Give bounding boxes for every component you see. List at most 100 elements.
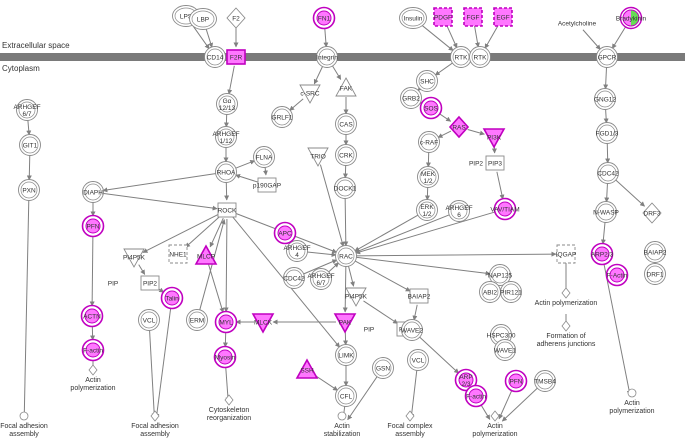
node-flna[interactable]: FLNA bbox=[253, 146, 275, 168]
node-gpcr[interactable]: GPCR bbox=[596, 46, 618, 68]
node-git1[interactable]: GIT1 bbox=[19, 134, 41, 156]
node-nhe1[interactable]: NHE1 bbox=[168, 244, 188, 264]
node-pdgf[interactable]: PDGF bbox=[433, 7, 453, 27]
node-factin-bottom[interactable]: F-actin bbox=[464, 384, 488, 408]
node-drf1[interactable]: DRF1 bbox=[644, 263, 666, 285]
node-trio[interactable]: TRIO bbox=[307, 147, 329, 167]
node-rhoa[interactable]: RHOA bbox=[215, 161, 237, 183]
node-pip2-top[interactable]: PIP2 bbox=[469, 161, 483, 168]
node-rac[interactable]: RAC bbox=[335, 245, 357, 267]
node-vavtiam[interactable]: VAV/TIAM bbox=[490, 197, 520, 221]
node-wave2[interactable]: WAVE2 bbox=[401, 319, 423, 341]
node-f2[interactable]: F2 bbox=[226, 7, 246, 29]
node-erm[interactable]: ERM bbox=[186, 309, 208, 331]
node-myosin[interactable]: Myosin bbox=[213, 345, 237, 369]
node-limk[interactable]: LIMK bbox=[335, 344, 357, 366]
node-cdc42-top[interactable]: CDC42 bbox=[597, 162, 619, 184]
node-rtk-b[interactable]: RTK bbox=[469, 46, 491, 68]
node-diaph[interactable]: DIAPH bbox=[82, 181, 104, 203]
node-pxn[interactable]: PXN bbox=[18, 179, 40, 201]
node-iqgap[interactable]: IQGAP bbox=[556, 244, 577, 264]
node-pi3k[interactable]: PI3K bbox=[482, 128, 506, 149]
node-actn[interactable]: ACTN bbox=[80, 304, 104, 328]
node-sos[interactable]: SOS bbox=[419, 96, 443, 120]
node-arp23-right[interactable]: ARP2/3 bbox=[590, 242, 614, 266]
node-p190gap[interactable]: p190GAP bbox=[253, 177, 281, 193]
node-vcl-left[interactable]: VCL bbox=[138, 309, 160, 331]
node-ssh[interactable]: SSH bbox=[295, 358, 319, 379]
node-myl[interactable]: MYL bbox=[214, 310, 238, 334]
node-bradykinin[interactable]: Bradykinin bbox=[616, 6, 647, 30]
node-craf[interactable]: c-RAF bbox=[418, 131, 440, 153]
node-fak[interactable]: FAK bbox=[335, 77, 357, 97]
node-acetylcholine[interactable]: Acetylcholine bbox=[558, 21, 597, 28]
node-mlcp[interactable]: MLCP bbox=[194, 244, 218, 265]
node-cas[interactable]: CAS bbox=[335, 113, 357, 135]
node-apc[interactable]: APC bbox=[273, 221, 297, 245]
node-tmsb4[interactable]: TMSB4 bbox=[534, 370, 556, 392]
node-fgd13[interactable]: FGD1/3 bbox=[596, 122, 619, 144]
node-pip3[interactable]: PIP3 bbox=[485, 155, 505, 171]
node-baiap2-mid[interactable]: BAIAP2 bbox=[408, 288, 431, 304]
node-gng12[interactable]: GNG12 bbox=[594, 88, 616, 110]
node-cfl[interactable]: CFL bbox=[335, 385, 357, 407]
node-pi4p5k-mid[interactable]: PI4P5K bbox=[345, 287, 368, 307]
node-crk[interactable]: CRK bbox=[335, 144, 357, 166]
node-shc[interactable]: SHC bbox=[416, 70, 438, 92]
node-pip2-left[interactable]: PIP2 bbox=[140, 275, 160, 291]
node-vcl-mid[interactable]: VCL bbox=[407, 349, 429, 371]
node-grlf1[interactable]: GRLF1 bbox=[271, 106, 293, 128]
node-ras[interactable]: RAS bbox=[448, 115, 470, 139]
node-baiap2-right[interactable]: BAIAP2 bbox=[644, 241, 667, 263]
node-mlck[interactable]: MLCK bbox=[251, 313, 275, 334]
node-pfn-left[interactable]: PFN bbox=[81, 214, 105, 238]
node-pfn-bottom[interactable]: PFN bbox=[504, 369, 528, 393]
node-insulin[interactable]: Insulin bbox=[399, 7, 427, 29]
node-dock1[interactable]: DOCK1 bbox=[334, 177, 357, 199]
node-integrin[interactable]: Integrin bbox=[316, 46, 338, 68]
node-rock[interactable]: ROCK bbox=[217, 202, 237, 218]
node-pip-mid[interactable]: PIP bbox=[364, 327, 374, 334]
node-pip-left[interactable]: PIP bbox=[108, 281, 118, 288]
node-pi4p5k-left[interactable]: PI4P5K bbox=[123, 248, 146, 268]
node-nap125[interactable]: NAP125 bbox=[488, 264, 513, 286]
node-csrc[interactable]: c-SRC bbox=[299, 84, 321, 104]
node-f2r[interactable]: F2R bbox=[226, 49, 246, 65]
node-factin-left[interactable]: F-actin bbox=[81, 338, 105, 362]
node-pir121[interactable]: PIR121 bbox=[500, 281, 522, 303]
node-cdc42-mid[interactable]: CDC42 bbox=[283, 267, 305, 289]
node-pak[interactable]: PAK bbox=[333, 313, 357, 334]
node-talin[interactable]: Talin bbox=[160, 286, 184, 310]
node-cd14[interactable]: CD14 bbox=[204, 46, 226, 68]
node-grb2[interactable]: GRB2 bbox=[400, 87, 422, 109]
node-factin-right[interactable]: F-Actin bbox=[605, 263, 629, 287]
node-gsn[interactable]: GSN bbox=[372, 357, 394, 379]
node-drf3[interactable]: DRF3 bbox=[642, 202, 662, 224]
node-nwasp[interactable]: N-WASP bbox=[593, 201, 619, 223]
node-lbp[interactable]: LBP bbox=[189, 8, 217, 30]
node-fgf[interactable]: FGF bbox=[463, 7, 483, 27]
node-rtk-a[interactable]: RTK bbox=[450, 46, 472, 68]
node-fn1[interactable]: FN1 bbox=[312, 6, 336, 30]
node-abi2[interactable]: ABI2 bbox=[479, 281, 501, 303]
node-wave1[interactable]: WAVE1 bbox=[494, 339, 516, 361]
node-egf[interactable]: EGF bbox=[493, 7, 513, 27]
